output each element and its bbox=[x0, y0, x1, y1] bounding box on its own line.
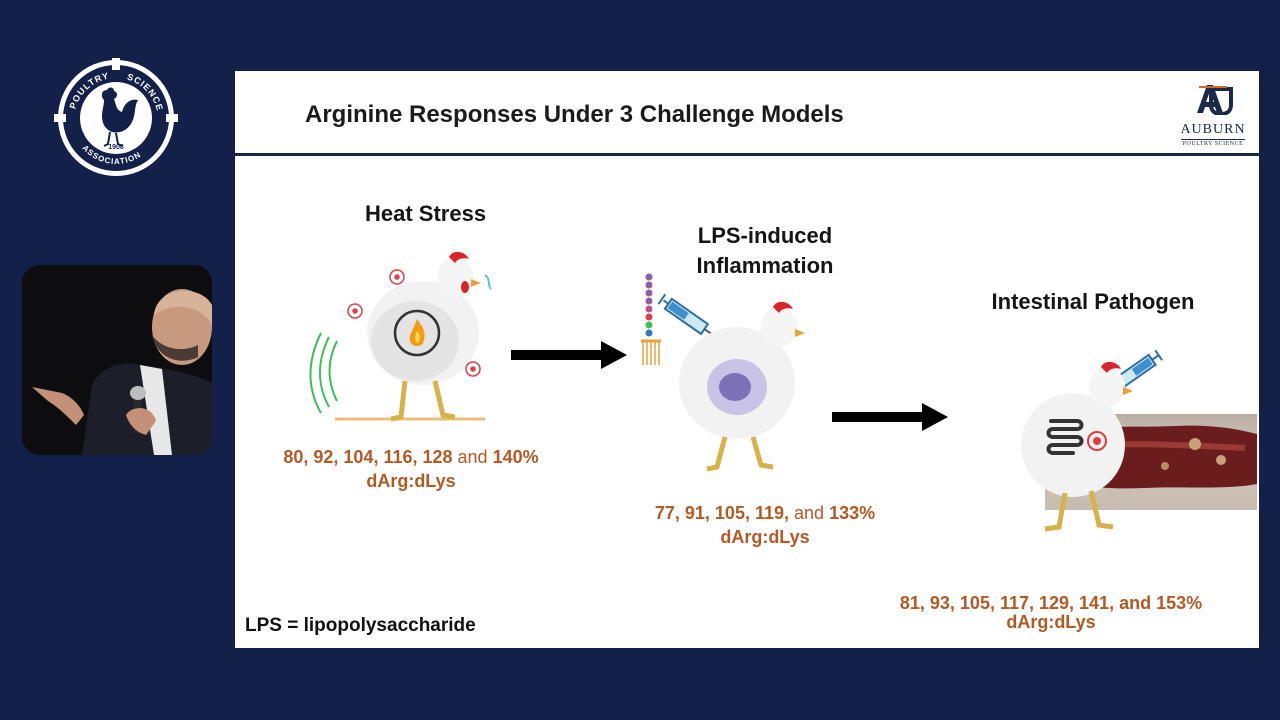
lps-inflammation-heading: LPS-induced Inflammation bbox=[655, 221, 875, 281]
psa-year: 1908 bbox=[108, 144, 124, 151]
metabolic-heat-icon bbox=[393, 309, 441, 357]
heat-wave-icon bbox=[309, 332, 338, 414]
presentation-slide: Arginine Responses Under 3 Challenge Mod… bbox=[235, 71, 1259, 648]
poultry-science-association-logo: POULTRY SCIENCE ASSOCIATION 1908 bbox=[52, 56, 180, 178]
heat-stress-and: and bbox=[457, 447, 488, 467]
intestine-target-icon bbox=[1046, 419, 1107, 455]
lps-heading-line1: LPS-induced bbox=[697, 223, 833, 248]
rooster-icon bbox=[101, 87, 138, 147]
auburn-logo: AUBURN POULTRY SCIENCE bbox=[1175, 83, 1251, 147]
lps-heading-line2: Inflammation bbox=[696, 253, 834, 278]
lps-ratio: dArg:dLys bbox=[720, 527, 810, 547]
slide-header: Arginine Responses Under 3 Challenge Mod… bbox=[235, 71, 1259, 156]
heat-stress-last-dose: 140% bbox=[492, 447, 539, 467]
intestinal-pathogen-chicken-illustration bbox=[1021, 349, 1163, 532]
heat-stress-doses: 80, 92, 104, 116, 128 and 140% dArg:dLys bbox=[251, 445, 571, 493]
arrow-right-icon bbox=[511, 341, 627, 369]
lps-doses: 77, 91, 105, 119, and 133% dArg:dLys bbox=[575, 501, 955, 549]
lps-footnote: LPS = lipopolysaccharide bbox=[245, 615, 476, 636]
slide-title: Arginine Responses Under 3 Challenge Mod… bbox=[305, 101, 844, 128]
auburn-subtitle: POULTRY SCIENCE bbox=[1181, 139, 1245, 147]
speaker-video bbox=[22, 265, 212, 455]
lps-and: and bbox=[794, 503, 825, 523]
auburn-au-icon bbox=[1197, 85, 1233, 117]
heat-radiation-icons bbox=[347, 269, 481, 377]
auburn-wordmark: AUBURN bbox=[1180, 122, 1246, 137]
lps-molecule-icon bbox=[641, 273, 661, 365]
intestinal-pathogen-heading: Intestinal Pathogen bbox=[991, 289, 1195, 314]
immune-cell-icon bbox=[707, 359, 767, 415]
heat-stress-chicken-illustration bbox=[309, 251, 492, 422]
intestinal-pathogen-doses: 81, 93, 105, 117, 129, 141, and 153% dAr… bbox=[841, 591, 1259, 632]
syringe-icon bbox=[657, 293, 720, 341]
heat-stress-dose-values: 80, 92, 104, 116, 128 bbox=[283, 447, 453, 467]
vapor-icon bbox=[484, 274, 492, 290]
lps-last-dose: 133% bbox=[829, 503, 876, 523]
heat-stress-heading: Heat Stress bbox=[365, 201, 487, 226]
intestinal-pathogen-ratio: dArg:dLys bbox=[1006, 612, 1096, 632]
lps-chicken-illustration bbox=[641, 273, 805, 472]
intestinal-pathogen-dose-values: 81, 93, 105, 117, 129, 141, and 153% bbox=[899, 593, 1203, 613]
lps-dose-values: 77, 91, 105, 119, bbox=[654, 503, 789, 523]
arrow-right-icon bbox=[832, 403, 948, 431]
heat-stress-ratio: dArg:dLys bbox=[366, 471, 456, 491]
